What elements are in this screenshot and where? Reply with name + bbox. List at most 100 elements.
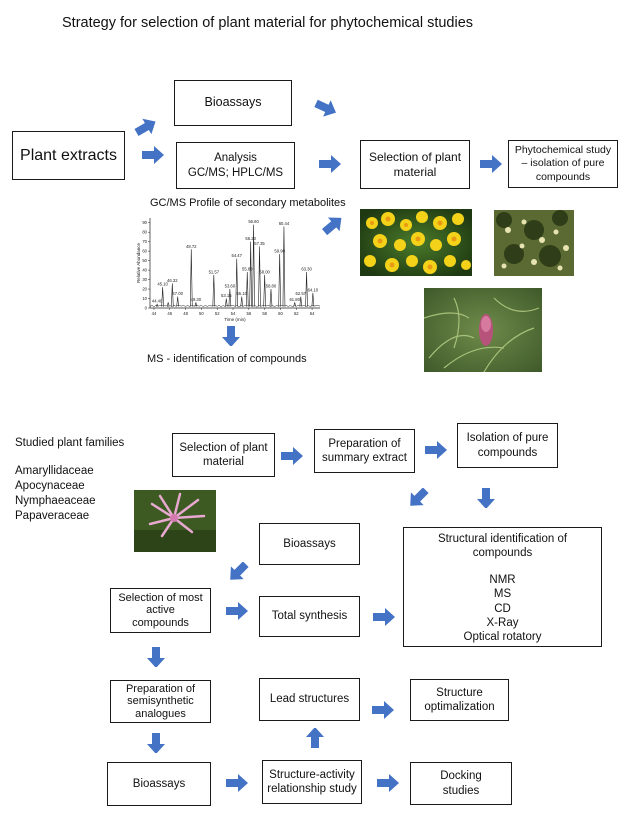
chart-peak-label: 51.57 bbox=[209, 269, 220, 274]
semisynthetic-analogues-box: Preparation of semisynthetic analogues bbox=[110, 680, 211, 723]
chart-peak-label: 56.23 bbox=[245, 236, 256, 241]
chart-peak bbox=[278, 253, 281, 307]
bioassays-bottom-box: Bioassays bbox=[107, 762, 211, 806]
chart-x-axis-label: Time (min) bbox=[224, 317, 246, 322]
chart-peak-label: 58.00 bbox=[259, 269, 270, 274]
arrow-semisynthetic-to-bioassays bbox=[143, 733, 169, 753]
chart-peak-label: 53.60 bbox=[225, 284, 236, 289]
chart-y-tick-label: 60 bbox=[142, 249, 147, 254]
total-synthesis-label: Total synthesis bbox=[271, 610, 348, 623]
chart-y-tick-label: 70 bbox=[142, 239, 147, 244]
chart-y-axis-label: Relative Abundance bbox=[136, 242, 141, 283]
analysis-box: Analysis GC/MS; HPLC/MS bbox=[176, 142, 295, 189]
sar-label-1: Structure-activity bbox=[269, 768, 355, 781]
sar-study-box: Structure-activity relationship study bbox=[262, 760, 362, 804]
chart-peak bbox=[212, 274, 216, 307]
chart-peak-label: 54.47 bbox=[231, 253, 242, 258]
chart-peak bbox=[176, 296, 179, 307]
chart-x-tick-label: 48 bbox=[183, 311, 188, 316]
arrow-most-active-to-semisynthetic bbox=[143, 647, 169, 667]
bioassays-bottom-label: Bioassays bbox=[132, 777, 186, 790]
chart-peak-label: 63.30 bbox=[301, 267, 312, 272]
chart-peak-label: 56.60 bbox=[248, 219, 259, 224]
arrow-selection-to-phytochemical bbox=[478, 154, 504, 174]
chart-x-tick-label: 46 bbox=[167, 311, 172, 316]
selection-top-label-2: material bbox=[393, 164, 437, 179]
semisynth-label-1: Preparation of bbox=[125, 682, 196, 695]
chart-peak-label: 45.10 bbox=[157, 282, 168, 287]
chart-x-tick-label: 50 bbox=[199, 311, 204, 316]
chart-peak-label: 46.32 bbox=[167, 278, 178, 283]
ms-identification-caption: MS - identification of compounds bbox=[147, 353, 307, 365]
chart-peak-label: 48.72 bbox=[186, 244, 197, 249]
semisynth-label-3: analogues bbox=[135, 707, 186, 720]
preparation-label-1: Preparation of bbox=[328, 437, 401, 450]
semisynth-label-2: semisynthetic bbox=[127, 695, 194, 708]
arrow-sar-to-lead bbox=[302, 728, 328, 748]
arrow-bioassays-to-sar bbox=[224, 773, 250, 793]
chart-peak bbox=[166, 302, 170, 307]
arrow-chart-to-ms bbox=[218, 326, 244, 346]
chart-peak-label: 59.90 bbox=[274, 249, 285, 254]
chart-peak bbox=[263, 274, 266, 307]
preparation-summary-extract-box: Preparation of summary extract bbox=[314, 429, 415, 473]
optimalization-label-1: Structure bbox=[436, 686, 483, 699]
optimalization-label-2: optimalization bbox=[424, 701, 495, 713]
chart-peak bbox=[194, 302, 198, 307]
arrow-chart-to-selection bbox=[320, 215, 346, 235]
chart-y-tick-label: 20 bbox=[142, 286, 147, 291]
family-item-2: Apocynaceae bbox=[15, 480, 85, 492]
chart-peak-label: 64.10 bbox=[308, 287, 319, 292]
family-item-1: Amaryllidaceae bbox=[15, 465, 94, 477]
most-active-label-2: active bbox=[146, 604, 175, 617]
studied-families-heading: Studied plant families bbox=[15, 437, 125, 449]
arrow-analysis-to-selection bbox=[317, 154, 343, 174]
daffodils-photo bbox=[360, 209, 472, 276]
fumitory-photo bbox=[424, 288, 542, 372]
chart-peak bbox=[305, 271, 308, 307]
bioassays-mid-label: Bioassays bbox=[283, 537, 336, 550]
family-item-3: Nymphaeaceae bbox=[15, 495, 96, 507]
chart-peak bbox=[282, 226, 286, 307]
bioassays-top-label: Bioassays bbox=[204, 95, 262, 110]
arrow-extracts-to-analysis bbox=[140, 145, 166, 165]
gcms-profile-caption: GC/MS Profile of secondary metabolites bbox=[150, 197, 346, 209]
arrow-isolation-to-bioassays bbox=[405, 488, 431, 508]
arrow-extracts-to-bioassays bbox=[133, 117, 159, 137]
chart-peak bbox=[170, 283, 174, 307]
bioassays-mid-box: Bioassays bbox=[259, 523, 360, 565]
chart-peak bbox=[249, 241, 252, 307]
arrow-lead-to-optimalization bbox=[370, 700, 396, 720]
chart-x-tick-label: 44 bbox=[152, 311, 157, 316]
structural-identification-box: Structural identification of compounds N… bbox=[403, 527, 602, 647]
plant-extracts-label: Plant extracts bbox=[20, 146, 117, 164]
plant-extracts-box: Plant extracts bbox=[12, 131, 125, 180]
isolation-label-2: compounds bbox=[477, 446, 538, 459]
isolation-label-1: Isolation of pure bbox=[466, 432, 549, 445]
chart-x-tick-label: 56 bbox=[247, 311, 252, 316]
preparation-label-2: summary extract bbox=[322, 452, 407, 464]
family-item-4: Papaveraceae bbox=[15, 510, 90, 522]
chart-x-tick-label: 64 bbox=[310, 311, 315, 316]
chart-peak bbox=[269, 289, 273, 307]
method-cd: CD bbox=[494, 602, 511, 615]
chart-peak bbox=[235, 258, 239, 307]
selection-bottom-label-2: material bbox=[203, 456, 244, 468]
sar-label-2: relationship study bbox=[267, 783, 357, 795]
phytochemical-study-box: Phytochemical study – isolation of pure … bbox=[508, 140, 618, 188]
arrow-selection-to-preparation bbox=[279, 446, 305, 466]
chart-peak-label: 55.10 bbox=[236, 291, 247, 296]
chart-peak-label: 58.80 bbox=[266, 284, 277, 289]
chart-peak bbox=[155, 303, 159, 307]
selection-plant-material-top-box: Selection of plant material bbox=[360, 140, 470, 189]
chart-peak bbox=[258, 246, 261, 307]
chart-y-tick-label: 40 bbox=[142, 268, 147, 273]
chart-peak-label: 57.35 bbox=[254, 241, 265, 246]
arrow-bioassays-to-most-active bbox=[225, 562, 251, 582]
chart-y-tick-label: 90 bbox=[142, 220, 147, 225]
shrub-flowers-photo bbox=[494, 210, 574, 276]
chart-y-tick-label: 10 bbox=[142, 296, 147, 301]
arrow-preparation-to-isolation bbox=[423, 440, 449, 460]
isolation-pure-compounds-box: Isolation of pure compounds bbox=[457, 423, 558, 468]
